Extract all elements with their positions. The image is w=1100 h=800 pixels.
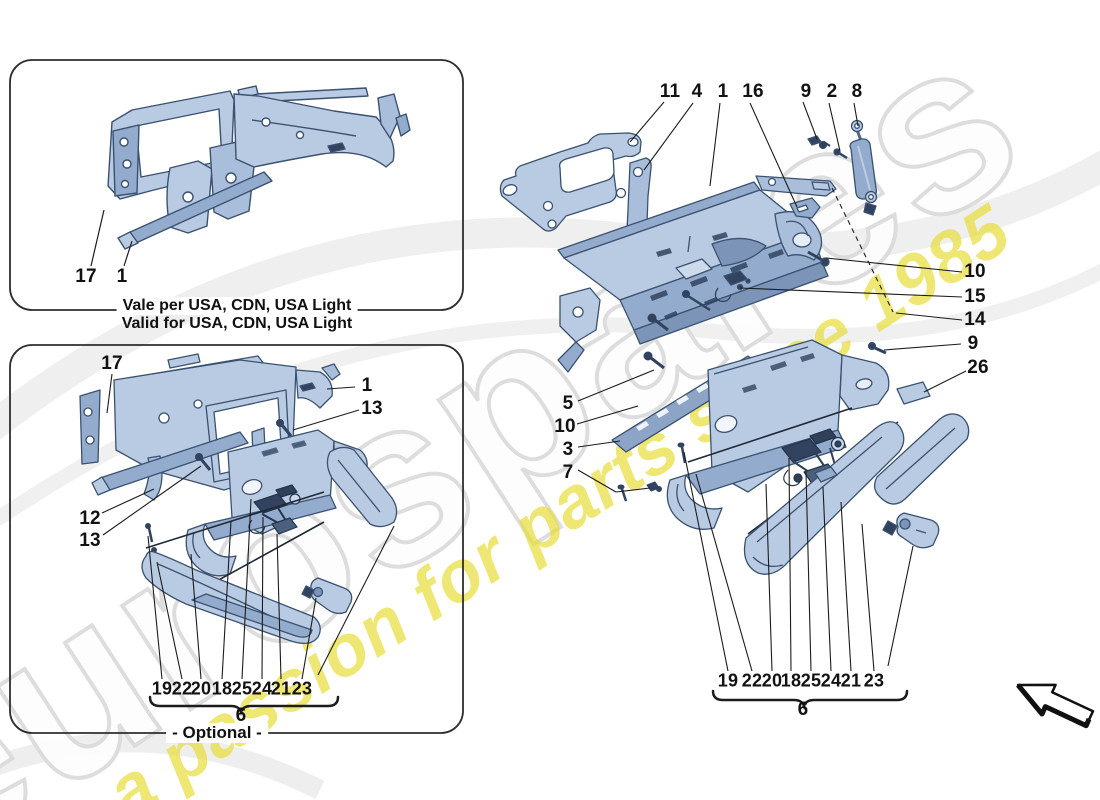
callout-14-main: 14 [964,309,986,330]
callout-10-main-left: 10 [554,416,576,437]
callout-16-main: 16 [742,81,764,102]
group-6-main: 6 [797,699,809,720]
callout-1-main: 1 [717,81,729,102]
main-assembly-drawing [499,119,970,575]
callout-20-optional: 20 [190,678,212,699]
callout-18-optional: 18 [211,678,233,699]
optional-group-brace [148,695,340,716]
main-callout-lines [576,101,967,710]
callout-19-optional: 19 [151,678,173,699]
callout-7-main: 7 [562,462,574,483]
callout-25-main: 25 [800,670,822,691]
main-group-brace [711,689,909,710]
callout-25-optional: 25 [231,678,253,699]
callout-21-main: 21 [840,670,862,691]
callout-8-main: 8 [851,81,863,102]
callout-12-optional: 12 [79,508,101,529]
callout-20-main: 20 [761,670,783,691]
callout-10-main-right: 10 [964,261,986,282]
callout-9-main-right: 9 [967,333,979,354]
callout-5-main: 5 [562,393,574,414]
callout-13-optional-b: 13 [79,530,101,551]
callout-1-usa-panel: 1 [116,266,128,287]
callout-1-optional: 1 [361,375,373,396]
callout-18-main: 18 [780,670,802,691]
callout-17-usa-panel: 17 [75,266,97,287]
callout-24-main: 24 [820,670,842,691]
optional-assembly-drawing [79,353,398,644]
callout-24-optional: 24 [251,678,273,699]
usa-dashboard-frame-drawing [107,85,411,250]
callout-2-main: 2 [826,81,838,102]
callout-23-main: 23 [863,670,885,691]
usa-panel-caption-italian: Vale per USA, CDN, USA Light [116,297,358,315]
callout-23-optional: 23 [291,678,313,699]
callout-15-main: 15 [964,286,986,307]
callout-22-optional: 22 [171,678,193,699]
callout-22-main: 22 [741,670,763,691]
optional-panel-callout-lines [101,373,395,716]
group-6-optional: 6 [235,705,247,726]
callout-17-optional: 17 [101,353,123,374]
usa-panel-callout-lines [90,209,133,267]
callout-3-main: 3 [562,439,574,460]
usa-panel-caption-english: Valid for USA, CDN, USA Light [121,315,353,332]
callout-9-main-top: 9 [800,81,812,102]
arrow-icon [1016,683,1095,729]
callout-13-optional-a: 13 [361,398,383,419]
callout-26-main: 26 [967,357,989,378]
callout-21-optional: 21 [270,678,292,699]
callout-19-main: 19 [717,670,739,691]
callout-4-main: 4 [691,81,703,102]
callout-11-main: 11 [659,81,681,102]
optional-caption: - Optional - [166,723,268,743]
